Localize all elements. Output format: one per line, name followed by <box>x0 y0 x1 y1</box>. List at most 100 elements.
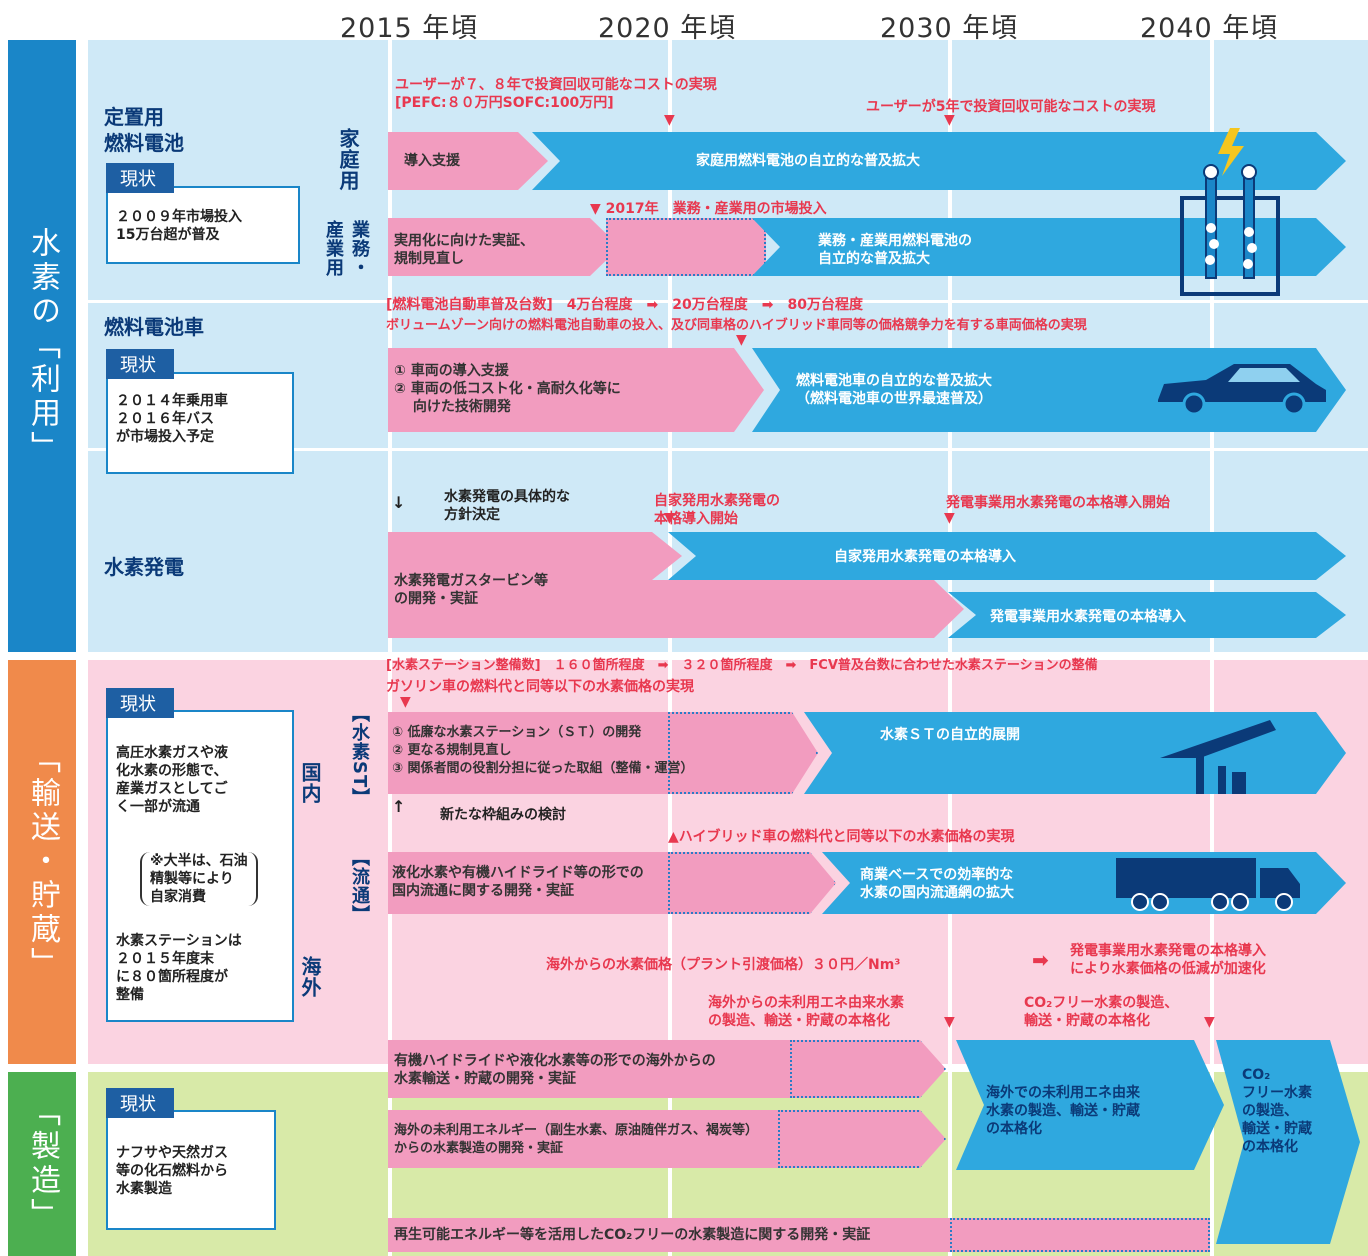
now-box <box>106 372 294 474</box>
arrow-text: 自家発用水素発電の本格導入 <box>834 549 1016 565</box>
now-text: ２００９年市場投入 15万台超が普及 <box>116 209 242 243</box>
arrow-pink <box>388 348 764 432</box>
arrow-text: 液化水素や有機ハイドライド等の形での 国内流通に関する開発・実証 <box>392 865 644 899</box>
return-arrow-icon: ↓ <box>392 493 406 512</box>
arrow-text: 家庭用燃料電池の自立的な普及拡大 <box>696 153 920 169</box>
year-2030: 2030 年頃 <box>880 13 1019 44</box>
marker-down: ▼ <box>400 694 411 710</box>
overseas-label: 海外 <box>298 956 322 998</box>
fuel-cell-icon <box>1180 128 1280 296</box>
divider <box>88 300 1368 303</box>
dist-label: 【流通】 <box>349 848 370 924</box>
now-box <box>106 1110 276 1230</box>
arrow-text: ① 低廉な水素ステーション（ＳＴ）の開発 ② 更なる規制見直し ③ 関係者間の役… <box>392 725 694 776</box>
arrow-blue <box>956 1040 1224 1170</box>
transition-box <box>606 218 766 276</box>
new-frame-text: 新たな枠組みの検討 <box>440 807 566 823</box>
arrow-text: 燃料電池車の自立的な普及拡大 （燃料電池車の世界最速普及） <box>796 373 992 407</box>
gridline <box>1210 40 1214 1256</box>
power-title: 水素発電 <box>104 555 184 579</box>
arrow-text: CO₂ フリー水素 の製造、 輸送・貯蔵 の本格化 <box>1242 1067 1312 1155</box>
fcv-title: 燃料電池車 <box>104 315 204 339</box>
now-text: 水素ステーションは ２０１５年度末 に８０箇所程度が 整備 <box>116 933 242 1003</box>
arrow-text: 水素ＳＴの自立的展開 <box>880 727 1020 743</box>
arrow-text: 再生可能エネルギー等を活用したCO₂フリーの水素製造に関する開発・実証 <box>394 1227 871 1243</box>
now-box <box>106 710 294 1022</box>
arrow-text: 商業ベースでの効率的な 水素の国内流通網の拡大 <box>860 867 1014 901</box>
annotation: 発電事業用水素発電の本格導入開始 <box>946 495 1170 511</box>
arrow-pink <box>388 532 682 580</box>
marker-down: ▼ <box>664 510 675 526</box>
arrow-blue <box>822 852 1346 914</box>
return-arrow-icon: ↑ <box>392 797 406 816</box>
arrow-pink <box>388 132 548 190</box>
annotation: ユーザーが5年で投資回収可能なコストの実現 <box>866 99 1156 115</box>
transition-box <box>950 1218 1210 1252</box>
hydrogen-station-icon <box>1160 720 1276 794</box>
gridline <box>668 40 672 1256</box>
annotation: 海外からの水素価格（プラント引渡価格）３０円／Nm³ <box>546 957 901 973</box>
arrow-pink <box>388 1110 792 1168</box>
arrow-pink <box>388 580 964 638</box>
divider <box>88 448 1368 451</box>
arrow-text: 実用化に向けた実証、 規制見直し <box>394 233 534 267</box>
arrow-text: 水素発電ガスタービン等 の開発・実証 <box>394 573 548 607</box>
marker-down: ▼ <box>1204 1014 1215 1030</box>
truck-icon <box>1116 858 1300 911</box>
now-text: 高圧水素ガスや液 化水素の形態で、 産業ガスとしてご く一部が流通 <box>116 745 228 815</box>
arrow-pink <box>388 1218 950 1252</box>
section-production: 「製造」 <box>8 1072 76 1256</box>
marker-down: ▼ <box>944 510 955 526</box>
marker-down: ▼ <box>664 112 675 128</box>
now-box <box>106 186 300 264</box>
arrow-text: 有機ハイドライドや液化水素等の形での海外からの 水素輸送・貯蔵の開発・実証 <box>394 1053 716 1087</box>
arrow-pink <box>388 712 682 794</box>
annotation: ガソリン車の燃料代と同等以下の水素価格の実現 <box>386 679 694 695</box>
annotation: [PEFC:８０万円SOFC:100万円] <box>395 95 614 111</box>
arrow-blue <box>668 532 1346 580</box>
arrow-text: 発電事業用水素発電の本格導入 <box>990 609 1186 625</box>
section-use: 水素の「利用」 <box>8 40 76 652</box>
marker-down: ▼ <box>736 332 747 348</box>
arrow-pink <box>388 852 682 914</box>
transition-box <box>668 852 836 914</box>
now-text: ２０１４年乗用車 ２０１６年バス が市場投入予定 <box>116 393 228 445</box>
marker-down: ▼ <box>944 1014 955 1030</box>
now-tag: 現状 <box>106 349 174 379</box>
arrow-text: 海外の未利用エネルギー（副生水素、原油随伴ガス、褐炭等） からの水素製造の開発・… <box>394 1123 759 1156</box>
arrow-text: 導入支援 <box>404 153 460 169</box>
transition-box <box>790 1040 946 1098</box>
year-2015: 2015 年頃 <box>340 13 479 44</box>
now-tag: 現状 <box>106 1088 174 1118</box>
fuelcell-title: 定置用 燃料電池 <box>104 105 184 155</box>
annotation: [水素ステーション整備数] １６０箇所程度 ➡ ３２０箇所程度 ➡ FCV普及台… <box>386 658 1098 673</box>
annotation: ボリュームゾーン向けの燃料電池自動車の投入、及び同車格のハイブリッド車同等の価格… <box>386 318 1087 333</box>
power-note: 水素発電の具体的な 方針決定 <box>444 489 570 523</box>
red-arrow-icon: ➡ <box>1032 948 1049 972</box>
annotation: ユーザーが７、８年で投資回収可能なコストの実現 <box>395 77 717 93</box>
year-2020: 2020 年頃 <box>598 13 737 44</box>
arrow-pink <box>388 1040 804 1098</box>
section-transport: 「輸送・貯蔵」 <box>8 660 76 1064</box>
annotation: ▲ハイブリッド車の燃料代と同等以下の水素価格の実現 <box>668 829 1015 845</box>
now-note: ※大半は、石油 精製等により 自家消費 <box>140 852 258 906</box>
annotation: [燃料電池自動車普及台数] 4万台程度 ➡ 20万台程度 ➡ 80万台程度 <box>386 297 863 313</box>
transition-box <box>668 712 818 794</box>
now-text: ナフサや天然ガス 等の化石燃料から 水素製造 <box>116 1145 228 1197</box>
now-tag: 現状 <box>106 163 174 193</box>
arrow-pink <box>388 218 620 276</box>
gridline <box>948 40 952 1256</box>
arrow-text: 海外での未利用エネ由来 水素の製造、輸送・貯蔵 の本格化 <box>986 1085 1140 1137</box>
arrow-text: ① 車両の導入支援 ② 車両の低コスト化・高耐久化等に 向けた技術開発 <box>394 363 621 415</box>
marker-down: ▼ <box>944 112 955 128</box>
annotation: 発電事業用水素発電の本格導入 により水素価格の低減が加速化 <box>1070 943 1266 977</box>
annotation: 海外からの未利用エネ由来水素 の製造、輸送・貯蔵の本格化 <box>708 995 904 1029</box>
gridline <box>388 40 392 1256</box>
now-tag: 現状 <box>106 688 174 718</box>
transition-box <box>778 1110 946 1168</box>
arrow-blue <box>948 592 1346 638</box>
annotation: CO₂フリー水素の製造、 輸送・貯蔵の本格化 <box>1024 995 1179 1029</box>
biz-label: 業務・産業用 <box>323 220 370 277</box>
st-label: 【水素ST】 <box>349 704 370 808</box>
arrow-text: 業務・産業用燃料電池の 自立的な普及拡大 <box>818 233 972 267</box>
